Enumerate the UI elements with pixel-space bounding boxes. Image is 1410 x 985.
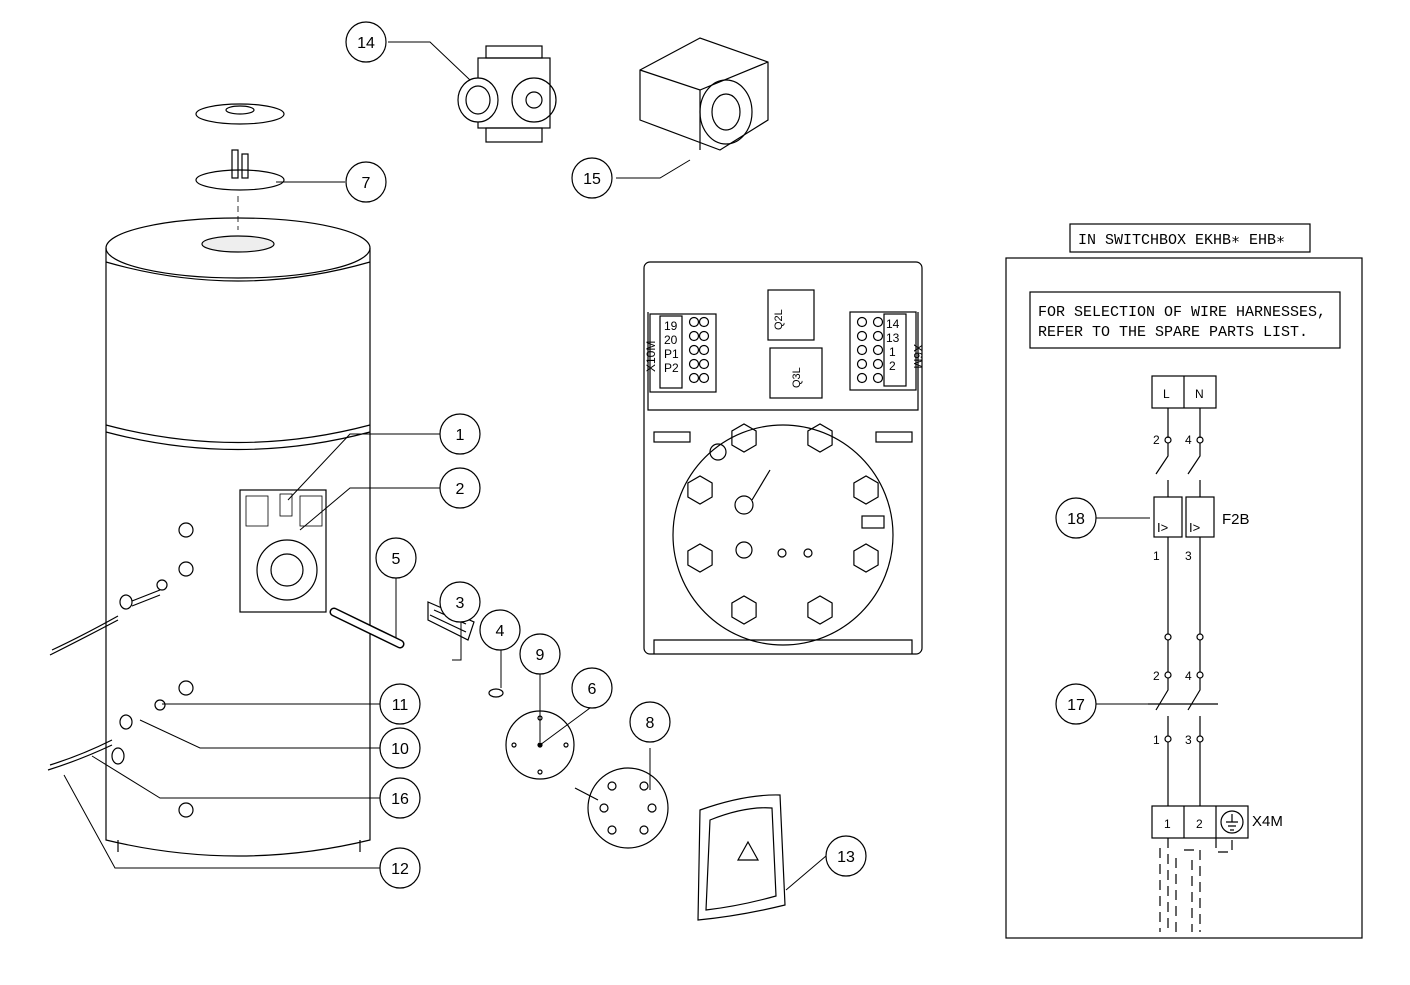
x6m-14: 14 [886, 317, 900, 331]
callout-number: 6 [588, 681, 597, 698]
switchbox-title: IN SWITCHBOX EKHB∗ EHB∗ [1078, 232, 1285, 249]
callout-10: 10 [379, 727, 421, 769]
note-line2: REFER TO THE SPARE PARTS LIST. [1038, 324, 1308, 341]
breaker-symbol-2: I> [1189, 520, 1200, 535]
callout-3: 3 [439, 581, 481, 623]
bolt-hole [807, 595, 833, 625]
callout-number: 17 [1067, 697, 1085, 714]
x10m-p2: P2 [664, 361, 679, 375]
callout-9: 9 [519, 633, 561, 675]
valve-part-14 [457, 45, 557, 143]
bolt-hole [731, 423, 757, 453]
relay-q2l: Q2L [767, 289, 815, 341]
bolt-holes [687, 423, 879, 625]
callout-5: 5 [375, 537, 417, 579]
relay-q2l-label: Q2L [773, 309, 785, 330]
callout-18: 18 [1055, 497, 1097, 539]
callout-13: 13 [825, 835, 867, 877]
callout-16: 16 [379, 777, 421, 819]
callout-number: 15 [583, 171, 601, 188]
x10m-19: 19 [664, 319, 678, 333]
callout-number: 3 [456, 595, 465, 612]
callout-11: 11 [379, 683, 421, 725]
callout-17: 17 [1055, 683, 1097, 725]
switchbox-drawing [643, 261, 923, 655]
wire-4-top: 4 [1185, 433, 1192, 447]
terminal-l: L [1163, 387, 1170, 401]
flange-part-7 [195, 103, 285, 230]
bolt-hole [853, 543, 879, 573]
x6m-label: X6M [911, 344, 925, 369]
callout-number: 16 [391, 791, 409, 808]
callout-1: 1 [439, 413, 481, 455]
callout-number: 13 [837, 849, 855, 866]
relay-q3l-label: Q3L [791, 367, 803, 388]
x10m-20: 20 [664, 333, 678, 347]
ring-part-4 [488, 688, 504, 698]
breaker-symbol-1: I> [1157, 520, 1168, 535]
terminal-screws [688, 316, 884, 384]
x6m-13: 13 [886, 331, 900, 345]
water-tank [47, 217, 371, 857]
callout-number: 5 [392, 551, 401, 568]
earth-icon [1220, 810, 1244, 834]
bolt-hole [731, 595, 757, 625]
callout-number: 8 [646, 715, 655, 732]
wire-2-lower: 2 [1153, 669, 1160, 683]
callout-number: 12 [391, 861, 409, 878]
terminal-n: N [1195, 387, 1204, 401]
terminal-block-x10m: X10M 19 20 P1 P2 [644, 313, 717, 393]
wire-2-top: 2 [1153, 433, 1160, 447]
wire-1-mid: 1 [1153, 549, 1160, 563]
callout-6: 6 [571, 667, 613, 709]
bolt-hole [687, 543, 713, 573]
callout-8: 8 [629, 701, 671, 743]
callout-number: 9 [536, 647, 545, 664]
callout-number: 14 [357, 35, 375, 52]
heating-element-part-5 [329, 607, 405, 649]
wire-3-lower: 3 [1185, 733, 1192, 747]
callout-4: 4 [479, 609, 521, 651]
cover-part-13 [697, 794, 786, 921]
relay-q3l: Q3L [769, 347, 823, 399]
note-line1: FOR SELECTION OF WIRE HARNESSES, [1038, 304, 1326, 321]
callout-number: 10 [391, 741, 409, 758]
breaker-label: F2B [1222, 511, 1250, 528]
wire-4-lower: 4 [1185, 669, 1192, 683]
x4m-term-2: 2 [1196, 817, 1203, 831]
callout-leaders [63, 41, 1150, 891]
x4m-term-1: 1 [1164, 817, 1171, 831]
callout-number: 1 [456, 427, 465, 444]
callout-number: 4 [496, 623, 505, 640]
callout-15: 15 [571, 157, 613, 199]
callout-number: 18 [1067, 511, 1085, 528]
callout-14: 14 [345, 21, 387, 63]
terminal-block-x6m: X6M 14 13 1 2 [849, 311, 925, 391]
x6m-2: 2 [889, 359, 896, 373]
x6m-1: 1 [889, 345, 896, 359]
bolt-hole [853, 475, 879, 505]
wiring-panel: IN SWITCHBOX EKHB∗ EHB∗ FOR SELECTION OF… [1005, 223, 1363, 939]
wire-1-lower: 1 [1153, 733, 1160, 747]
plate-part-8 [574, 767, 669, 849]
bolt-hole [807, 423, 833, 453]
wire-3-mid: 3 [1185, 549, 1192, 563]
x10m-label: X10M [644, 341, 658, 372]
callout-number: 7 [362, 175, 371, 192]
callout-number: 11 [392, 697, 409, 714]
x4m-label: X4M [1252, 813, 1283, 830]
callout-2: 2 [439, 467, 481, 509]
callout-7: 7 [345, 161, 387, 203]
actuator-part-15 [639, 37, 769, 151]
callout-12: 12 [379, 847, 421, 889]
bolt-hole [687, 475, 713, 505]
callout-number: 2 [456, 481, 465, 498]
x10m-p1: P1 [664, 347, 679, 361]
